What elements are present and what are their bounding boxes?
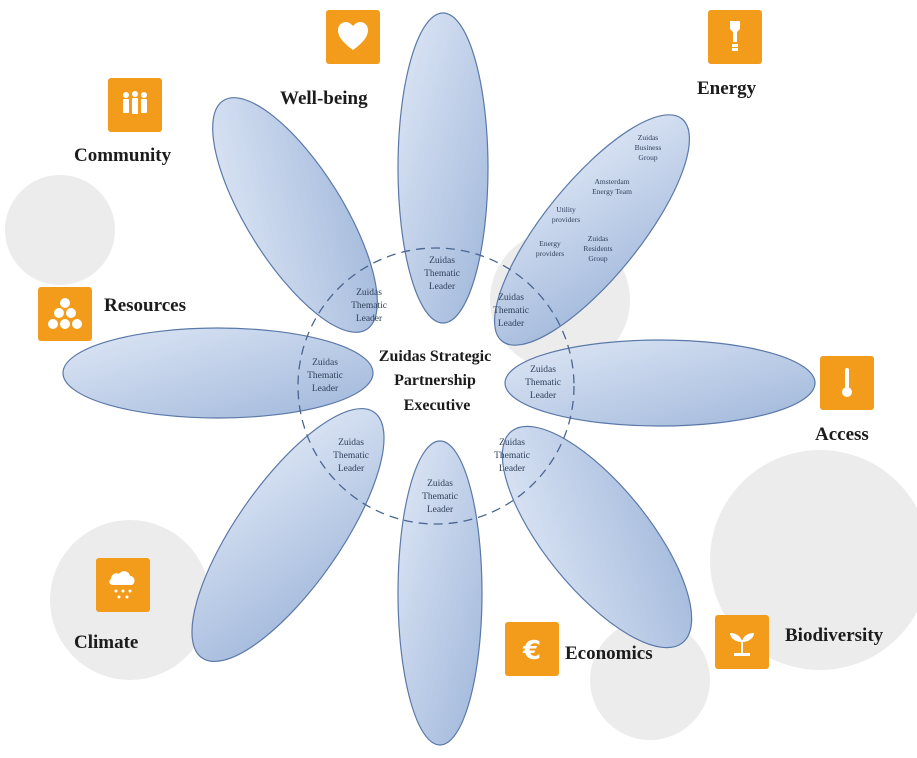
theme-label-access: Access xyxy=(815,424,869,445)
theme-label-biodiversity: Biodiversity xyxy=(785,625,884,646)
center-title-line-3: Executive xyxy=(404,397,471,414)
center-title-line-1: Zuidas Strategic xyxy=(379,348,491,365)
lightbulb-icon xyxy=(708,10,762,64)
executive-circle xyxy=(297,247,575,525)
petal-wellbeing xyxy=(397,12,489,324)
svg-text:€: € xyxy=(522,636,541,666)
euro-icon: € xyxy=(505,622,559,676)
petal-access xyxy=(504,339,816,427)
petal-energy xyxy=(493,114,691,346)
petal-biodiversity xyxy=(501,425,693,649)
theme-label-community: Community xyxy=(74,145,172,166)
petal-economics xyxy=(397,440,483,746)
petals xyxy=(62,12,816,746)
stacked-circles-icon xyxy=(38,287,92,341)
petal-climate xyxy=(191,407,385,663)
center-title-line-2: Partnership xyxy=(394,372,476,389)
petal-resources xyxy=(62,327,374,419)
theme-label-energy: Energy xyxy=(697,78,757,99)
theme-label-climate: Climate xyxy=(74,632,139,653)
theme-label-economics: Economics xyxy=(565,643,653,664)
center-title: Zuidas Strategic Partnership Executive xyxy=(379,348,495,414)
plant-icon xyxy=(715,615,769,669)
people-icon xyxy=(108,78,162,132)
petal-community xyxy=(212,97,378,333)
theme-label-resources: Resources xyxy=(104,295,186,316)
thermometer-icon xyxy=(820,356,874,410)
cloud-rain-icon xyxy=(96,558,150,612)
theme-label-wellbeing: Well-being xyxy=(280,88,368,109)
heart-icon xyxy=(326,10,380,64)
